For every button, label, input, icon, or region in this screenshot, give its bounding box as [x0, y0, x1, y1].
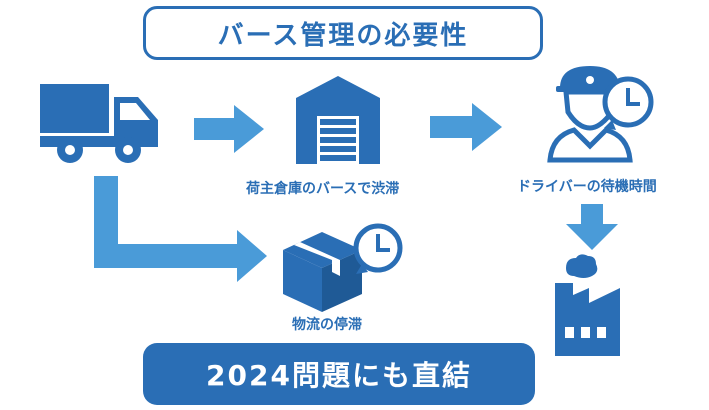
driver-clock-icon: [547, 66, 654, 163]
package-clock-icon: [283, 223, 403, 312]
page-title: バース管理の必要性: [143, 6, 543, 60]
caption-logistics-stagnation: 物流の停滞: [292, 317, 362, 333]
truck-icon: [40, 84, 158, 163]
warehouse-icon: [296, 76, 380, 164]
caption-driver-waiting: ドライバーの待機時間: [517, 179, 657, 195]
arrow-truck-to-warehouse: [194, 105, 264, 153]
arrow-driver-to-factory: [566, 204, 618, 250]
caption-warehouse-congestion: 荷主倉庫のバースで渋滞: [246, 181, 400, 197]
conclusion-banner: 2024問題にも直結: [143, 343, 535, 405]
factory-icon: [555, 254, 620, 356]
arrow-truck-to-package: [94, 176, 267, 282]
arrow-warehouse-to-driver: [430, 103, 502, 151]
